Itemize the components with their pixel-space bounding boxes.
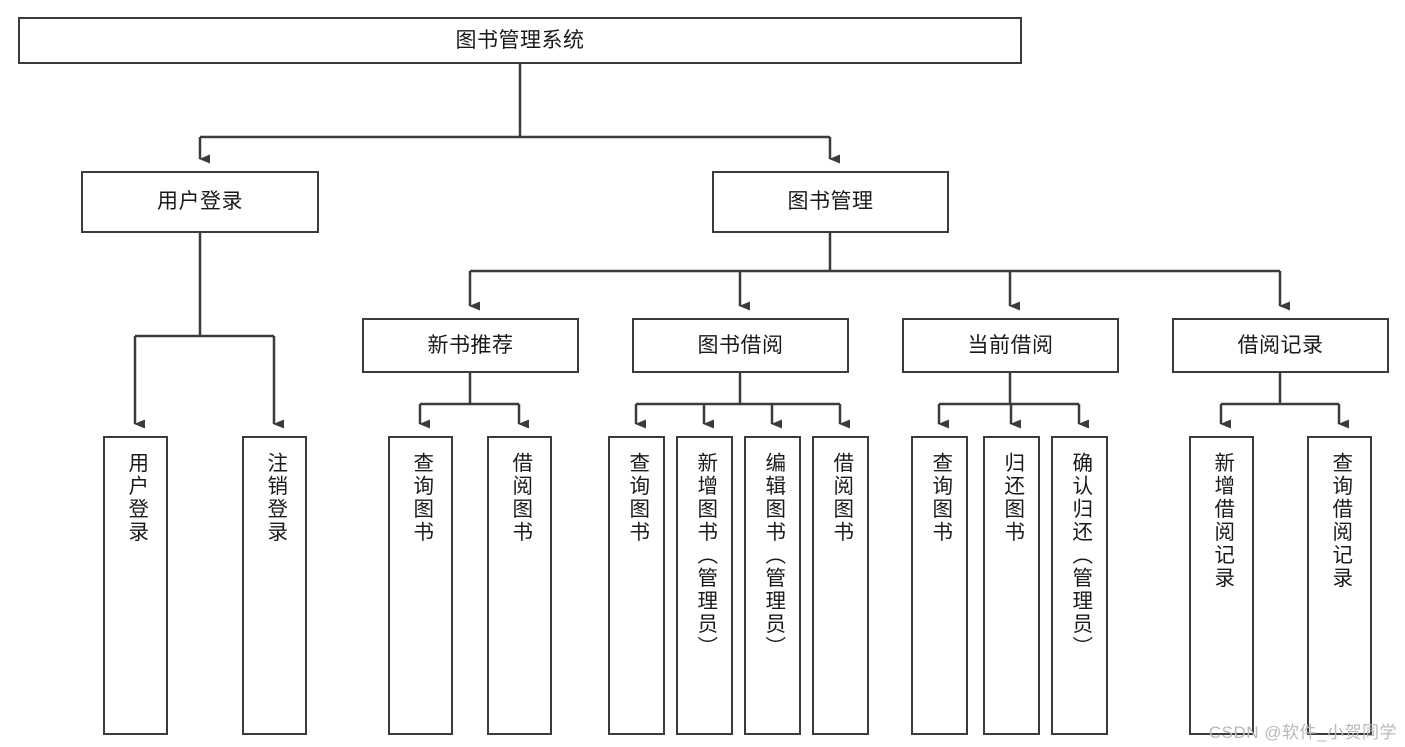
node-label: 新增借阅记录 — [1210, 452, 1234, 590]
node-label: 当前借阅 — [967, 333, 1054, 357]
node-leaf-12[interactable]: 新增借阅记录 — [1189, 436, 1254, 735]
node-leaf-3[interactable]: 查询图书 — [388, 436, 453, 735]
node-leaf-9[interactable]: 查询图书 — [911, 436, 968, 735]
node-leaf-8[interactable]: 借阅图书 — [812, 436, 869, 735]
node-leaf-11[interactable]: 确认归还（管理员） — [1051, 436, 1108, 735]
node-label: 编辑图书（管理员） — [761, 452, 785, 659]
node-label: 用户登录 — [157, 190, 243, 214]
node-label: 图书管理系统 — [455, 28, 585, 52]
node-label: 图书借阅 — [697, 333, 784, 357]
node-l2-1[interactable]: 用户登录 — [81, 171, 319, 233]
node-label: 确认归还（管理员） — [1068, 452, 1092, 659]
node-label: 查询图书 — [928, 452, 952, 544]
node-label: 借阅图书 — [829, 452, 853, 544]
node-l3-3[interactable]: 当前借阅 — [902, 318, 1119, 373]
node-label: 新书推荐 — [427, 333, 514, 357]
node-l3-4[interactable]: 借阅记录 — [1172, 318, 1389, 373]
node-label: 图书管理 — [787, 190, 874, 214]
node-label: 归还图书 — [1000, 452, 1024, 544]
node-label: 查询借阅记录 — [1328, 452, 1352, 590]
node-label: 借阅记录 — [1237, 333, 1324, 357]
node-root[interactable]: 图书管理系统 — [18, 17, 1022, 64]
node-leaf-5[interactable]: 查询图书 — [608, 436, 665, 735]
node-leaf-13[interactable]: 查询借阅记录 — [1307, 436, 1372, 735]
node-label: 查询图书 — [625, 452, 649, 544]
csdn-watermark: CSDN @软件_小贺同学 — [1208, 723, 1397, 742]
node-label: 用户登录 — [124, 452, 148, 544]
node-l3-1[interactable]: 新书推荐 — [362, 318, 579, 373]
node-label: 新增图书（管理员） — [693, 452, 717, 659]
node-label: 注销登录 — [263, 452, 287, 544]
node-l2-2[interactable]: 图书管理 — [712, 171, 949, 233]
node-leaf-2[interactable]: 注销登录 — [242, 436, 307, 735]
node-leaf-6[interactable]: 新增图书（管理员） — [676, 436, 733, 735]
node-leaf-10[interactable]: 归还图书 — [983, 436, 1040, 735]
node-l3-2[interactable]: 图书借阅 — [632, 318, 849, 373]
node-label: 借阅图书 — [508, 452, 532, 544]
node-leaf-4[interactable]: 借阅图书 — [487, 436, 552, 735]
node-leaf-7[interactable]: 编辑图书（管理员） — [744, 436, 801, 735]
node-leaf-1[interactable]: 用户登录 — [103, 436, 168, 735]
node-label: 查询图书 — [409, 452, 433, 544]
